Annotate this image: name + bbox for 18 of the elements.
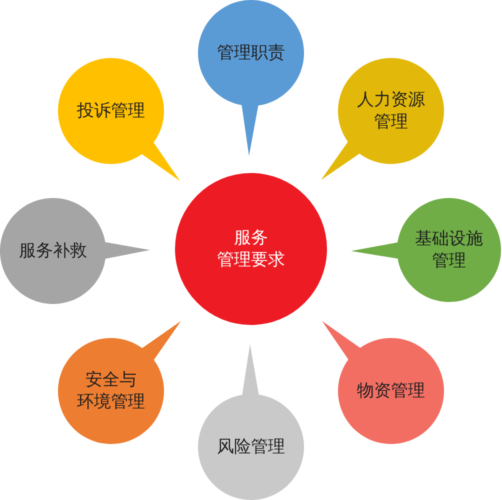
bubble-label: 安全与环境管理: [77, 369, 145, 413]
bubble-label: 风险管理: [217, 436, 285, 458]
bubble-label: 管理职责: [217, 42, 285, 64]
bubble-label: 人力资源管理: [357, 89, 425, 133]
speech-bubble: [58, 321, 181, 444]
bubble-label: 物资管理: [357, 380, 425, 402]
central-circle: [175, 173, 327, 325]
speech-bubble: [322, 321, 444, 444]
speech-bubble: [0, 198, 150, 304]
bubble-label: 投诉管理: [77, 100, 145, 122]
speech-bubble: [198, 0, 304, 156]
circle-label: 服务管理要求: [217, 227, 285, 271]
speech-bubble: [58, 58, 180, 181]
bubble-label: 服务补救: [19, 240, 87, 262]
speech-bubble: [198, 344, 304, 500]
speech-bubble: [321, 58, 444, 180]
speech-bubble: [351, 198, 501, 302]
bubble-label: 基础设施管理: [415, 228, 483, 272]
